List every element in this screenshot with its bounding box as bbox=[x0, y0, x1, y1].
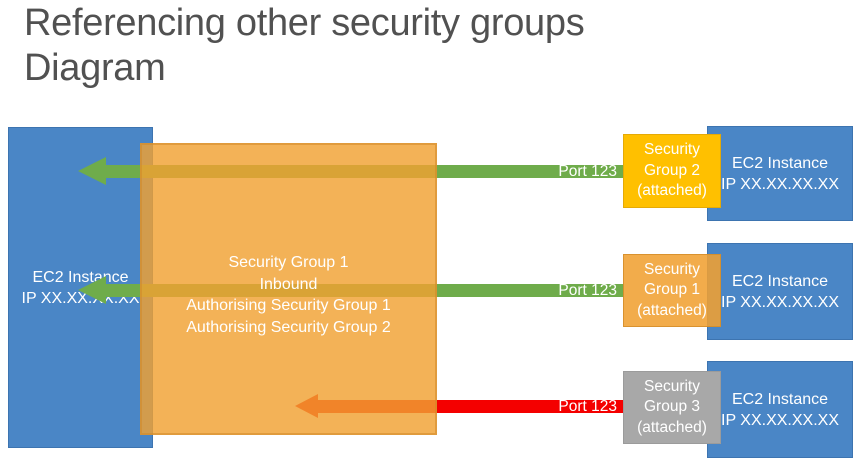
ec2-instance-right-1-ip: IP XX.XX.XX.XX bbox=[721, 175, 839, 193]
ec2-instance-right-1-name: EC2 Instance bbox=[731, 154, 829, 172]
port-label-1: Port 123 bbox=[558, 163, 617, 180]
ec2-instance-right-box-2: EC2 Instance IP XX.XX.XX.XX bbox=[707, 243, 853, 340]
security-group-2-attached-box: Security Group 2 (attached) bbox=[623, 134, 721, 208]
sg-panel-rule-2: Authorising Security Group 2 bbox=[186, 318, 391, 336]
ec2-instance-right-3-ip: IP XX.XX.XX.XX bbox=[721, 411, 839, 429]
sg1-line-3: (attached) bbox=[637, 301, 707, 319]
ec2-instance-right-box-3: EC2 Instance IP XX.XX.XX.XX bbox=[707, 361, 853, 458]
port-label-2: Port 123 bbox=[558, 282, 617, 299]
sg3-line-2: Group 3 bbox=[643, 398, 700, 416]
ec2-instance-right-2-name: EC2 Instance bbox=[731, 272, 829, 290]
sg3-line-1: Security bbox=[644, 377, 700, 395]
sg1-line-2: Group 1 bbox=[643, 281, 700, 299]
slide-title-line-1: Referencing other security groups bbox=[24, 2, 585, 44]
green-arrow-2-left-arrowhead-icon bbox=[78, 276, 106, 304]
sg-panel-inbound: Inbound bbox=[259, 275, 318, 293]
security-group-3-attached-box: Security Group 3 (attached) bbox=[623, 371, 721, 444]
sg-panel-rule-1: Authorising Security Group 1 bbox=[186, 297, 391, 314]
security-group-1-panel: Security Group 1 Inbound Authorising Sec… bbox=[140, 143, 437, 435]
sg1-line-1: Security bbox=[644, 260, 700, 278]
green-arrow-1-left-arrowhead-icon bbox=[78, 157, 106, 185]
sg3-line-3: (attached) bbox=[637, 418, 707, 436]
sg2-line-2: Group 2 bbox=[643, 161, 700, 179]
slide-title-line-2: Diagram bbox=[24, 47, 166, 89]
ec2-instance-right-2-ip: IP XX.XX.XX.XX bbox=[721, 293, 839, 311]
slide-title: Referencing other security groups Diagra… bbox=[24, 1, 724, 91]
ec2-instance-right-3-name: EC2 Instance bbox=[731, 390, 829, 408]
port-label-3: Port 123 bbox=[558, 398, 617, 415]
sg-panel-title: Security Group 1 bbox=[228, 254, 349, 271]
sg2-line-1: Security bbox=[644, 141, 700, 159]
security-group-1-attached-box: Security Group 1 (attached) bbox=[623, 254, 721, 327]
ec2-instance-right-box-1: EC2 Instance IP XX.XX.XX.XX bbox=[707, 126, 853, 221]
sg2-line-3: (attached) bbox=[637, 182, 707, 200]
